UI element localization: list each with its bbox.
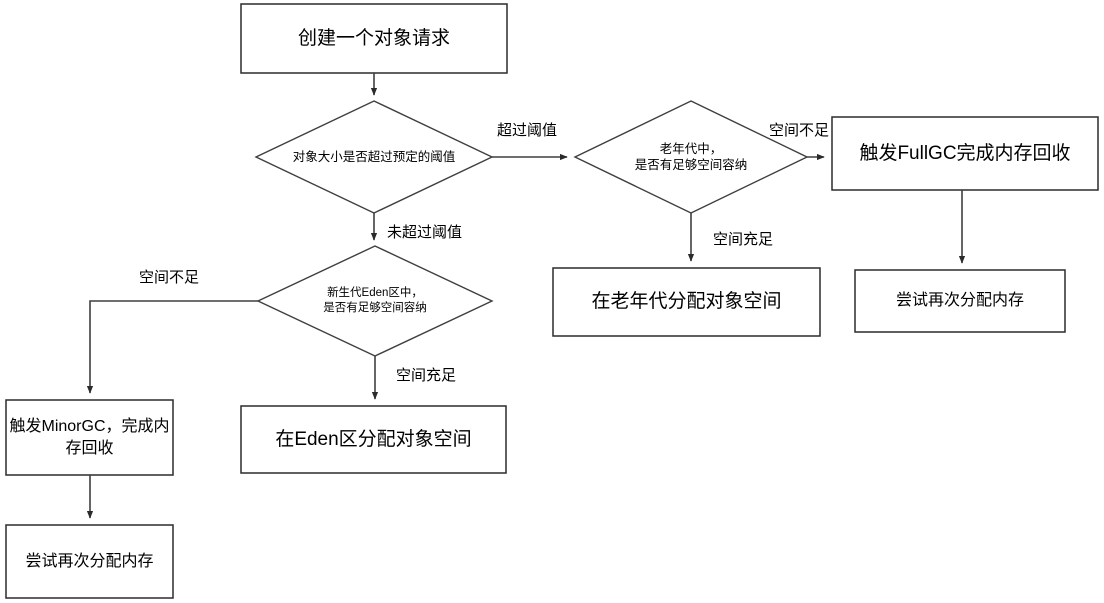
node-allocate-in-eden xyxy=(240,405,507,474)
node-eden-has-space xyxy=(256,245,494,357)
node-trigger-fullgc xyxy=(831,116,1099,191)
node-size-exceeds-threshold xyxy=(254,100,494,214)
node-create-object-request xyxy=(240,3,508,74)
node-retry-allocate-right xyxy=(854,269,1066,333)
node-trigger-minorgc xyxy=(5,399,174,476)
node-allocate-in-oldgen xyxy=(552,267,821,337)
node-oldgen-has-space xyxy=(573,100,809,214)
node-retry-allocate-left xyxy=(5,524,174,599)
edge-eden-to-minorgc xyxy=(86,300,258,394)
